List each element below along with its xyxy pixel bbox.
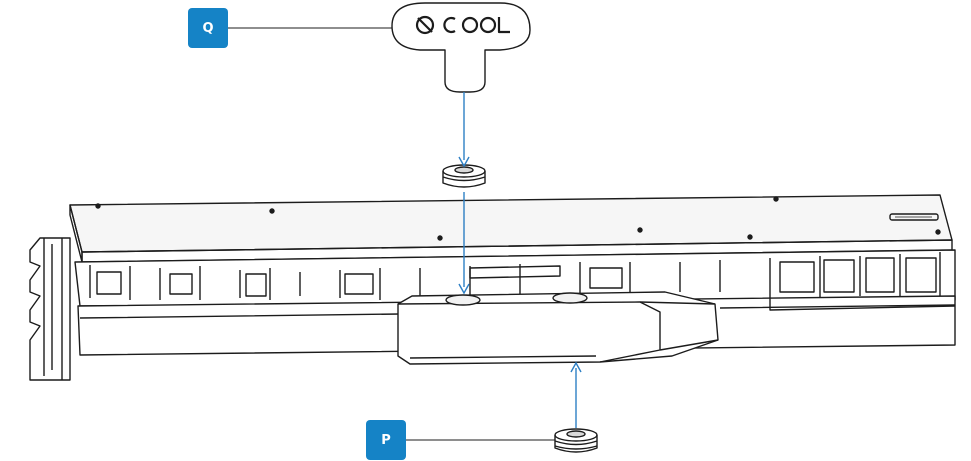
plug-top <box>442 164 486 188</box>
plug-p <box>554 428 598 453</box>
wrench-tool <box>391 2 531 93</box>
pci-bracket <box>29 237 71 381</box>
alphacool-logo <box>415 15 510 35</box>
terminal <box>397 291 719 365</box>
callout-p-badge: P <box>366 420 406 460</box>
callout-q-badge: Q <box>188 8 228 48</box>
